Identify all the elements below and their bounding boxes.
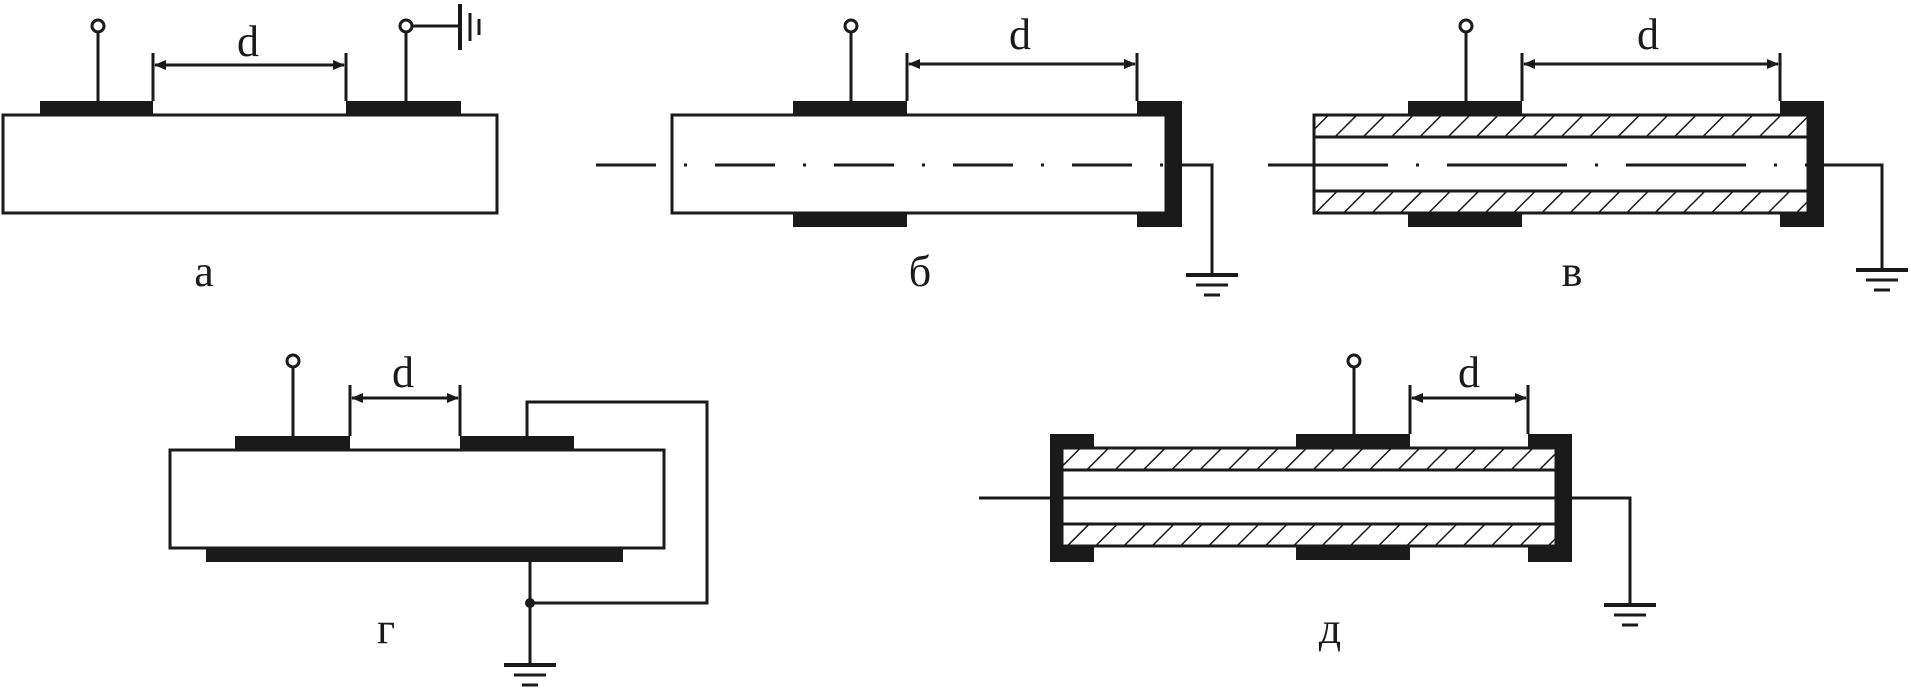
ground-wire [1572,496,1632,605]
panel-v: d в [1268,10,1908,296]
panel-caption: б [909,247,931,296]
panel-d: d д [979,348,1656,653]
panel-caption: а [194,247,214,296]
electrode-bottom [1408,213,1522,227]
panel-caption: д [1319,604,1341,653]
hatched-layer-bottom [1312,189,1810,215]
ground-symbol [504,663,556,687]
terminal-node [90,18,106,34]
ground-wire [525,400,709,665]
ground-symbol [1856,268,1908,292]
panel-b: d б [596,10,1238,297]
electrode-left [40,101,153,115]
gap-label: d [1458,348,1480,397]
gap-label: d [1009,10,1031,59]
terminal-node [1458,18,1474,34]
panel-caption: в [1562,247,1583,296]
hatched-layer-top [1060,446,1558,472]
panel-g: d г [168,348,709,687]
electrode-bottom [793,213,907,227]
gap-label: d [392,348,414,397]
ground-symbol-vertical [412,4,481,50]
electrode-top [793,101,907,115]
substrate [168,448,666,550]
panel-caption: г [377,604,395,653]
panel-a: d а [1,4,499,296]
electrode-bottom [1296,546,1410,560]
terminal-node [285,353,301,369]
ground-symbol [1186,273,1238,297]
ground-wire [1824,163,1884,270]
terminal-node-right [398,18,414,34]
ground-symbol [1604,603,1656,627]
electrode-right [346,101,461,115]
electrode-top [1296,434,1410,448]
substrate [1,113,499,215]
ground-wire [1182,163,1214,275]
electrode-bottom [206,548,623,562]
gap-label: d [237,17,259,66]
hatched-layer-bottom [1060,522,1558,548]
end-electrode [1137,101,1182,227]
electrode-top [1408,101,1522,115]
end-electrode-left [1050,434,1094,562]
junction-node [525,598,535,608]
electrode-left [235,436,350,450]
terminal-node [1346,353,1362,369]
end-electrode-right [1528,434,1572,562]
terminal-node [843,18,859,34]
gap-label: d [1637,10,1659,59]
end-electrode [1780,101,1824,227]
hatched-layer-top [1312,113,1810,139]
electrode-right [460,436,574,450]
